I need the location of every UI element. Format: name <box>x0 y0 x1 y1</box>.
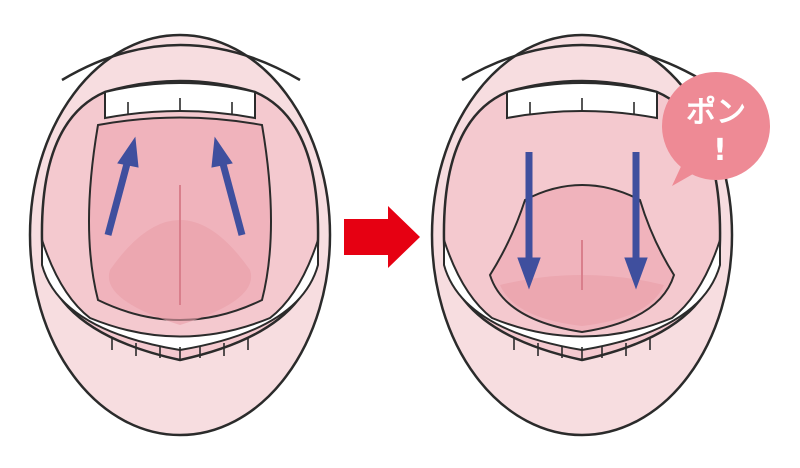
left-lower-teeth <box>41 239 319 352</box>
left-lower-teeth-lines <box>111 338 249 359</box>
speech-bubble-line2: ! <box>713 133 727 168</box>
left-mouth <box>28 33 332 437</box>
speech-bubble-line1: ポン <box>686 95 746 130</box>
left-up-arrows <box>104 136 246 236</box>
right-lower-teeth-lines <box>513 338 651 359</box>
left-arrow-1-shaft <box>104 159 132 236</box>
right-tongue-shade <box>500 275 664 326</box>
right-upper-teeth-lines <box>529 98 635 115</box>
right-lower-teeth <box>443 239 721 352</box>
right-mouth <box>430 33 734 437</box>
left-arrow-2-shaft <box>218 159 246 236</box>
right-down-arrows <box>517 152 648 290</box>
speech-bubble: ポン ! <box>662 72 770 186</box>
right-upper-lip <box>461 43 703 82</box>
left-arrow-2-head <box>211 136 233 168</box>
transition-arrow <box>344 206 420 268</box>
right-arrow-2-head <box>624 257 648 290</box>
left-upper-lip <box>61 43 301 82</box>
left-arrow-1-head <box>117 136 139 168</box>
right-arrow-1-head <box>517 257 541 290</box>
left-upper-teeth-lines <box>127 98 233 115</box>
